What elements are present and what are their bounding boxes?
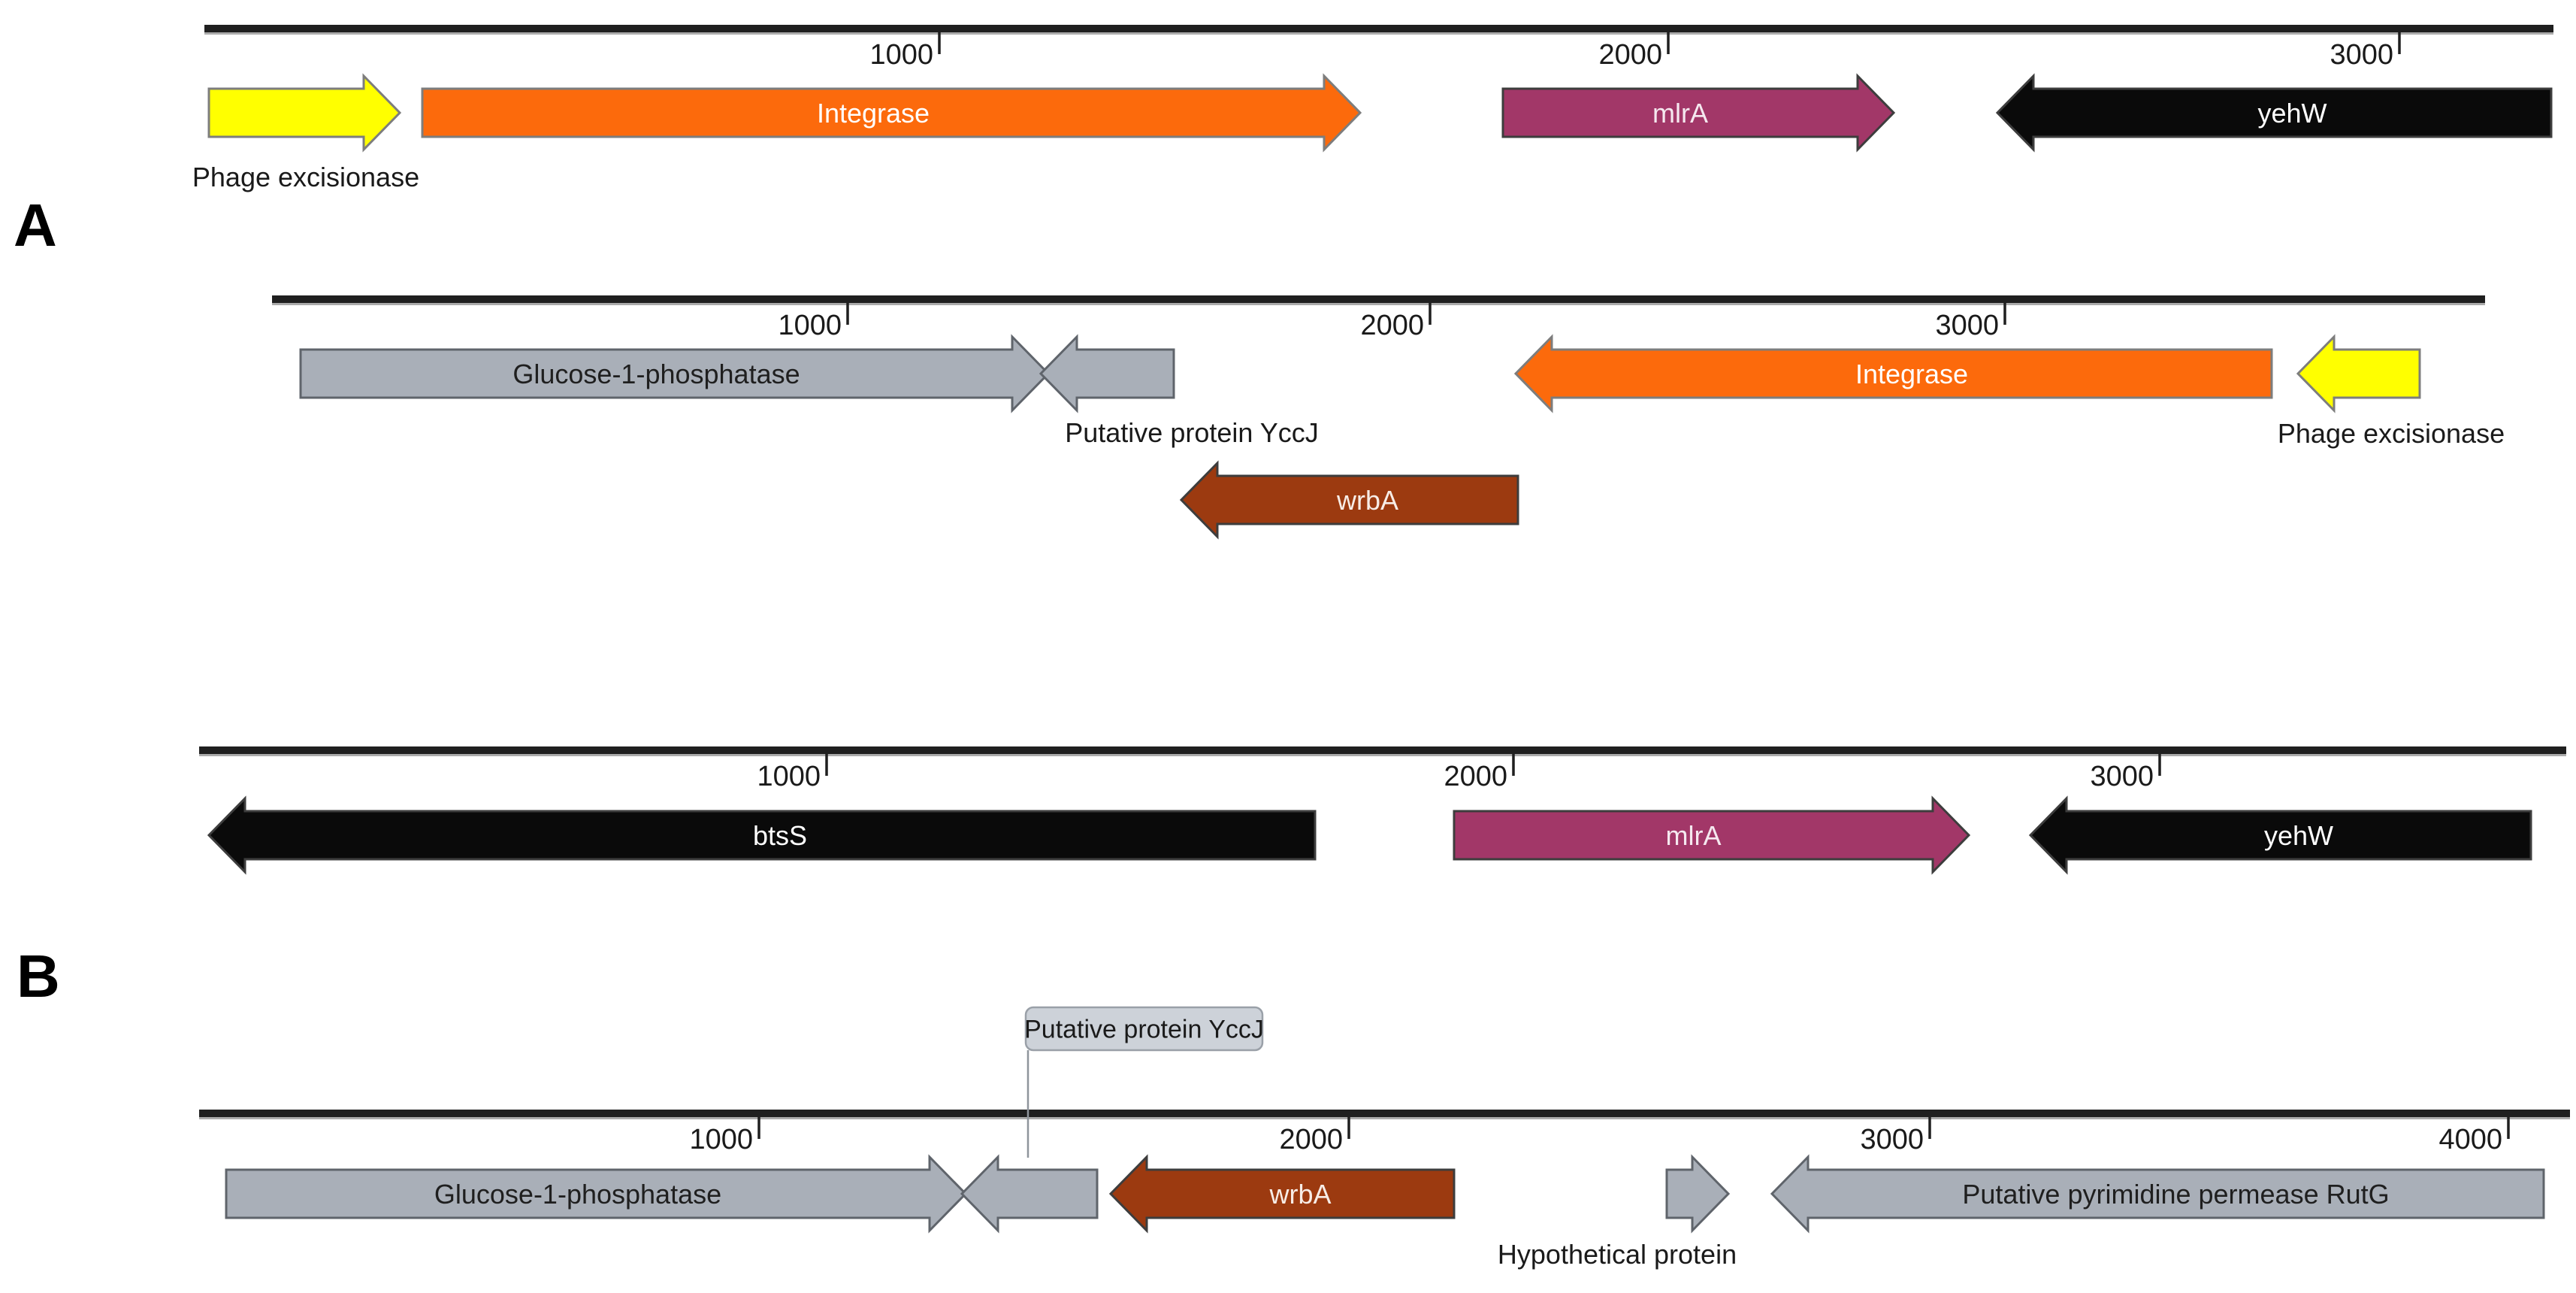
- gene-label-putative-protein-yccj: Putative protein YccJ: [1065, 417, 1319, 448]
- gene-label-yehw: yehW: [2257, 98, 2327, 129]
- tick-label-2000: 2000: [1360, 310, 1424, 341]
- tick-label-2000: 2000: [1279, 1124, 1343, 1155]
- ruler-shadow: [272, 303, 2485, 305]
- ruler-shadow: [199, 754, 2566, 756]
- tick-label-3000: 3000: [2330, 39, 2393, 71]
- tick-label-1000: 1000: [757, 761, 821, 792]
- gene-label-mlra: mlrA: [1652, 98, 1708, 129]
- gene-label-hypothetical-protein: Hypothetical protein: [1498, 1239, 1737, 1270]
- gene-arrow-phage-excisionase: [2296, 334, 2421, 413]
- tick-label-1000: 1000: [778, 310, 842, 341]
- tick-label-1000: 1000: [869, 39, 933, 71]
- gene-label-btss: btsS: [753, 820, 807, 851]
- gene-arrow-putative-protein-yccj: [1039, 334, 1175, 413]
- gene-label-integrase: Integrase: [817, 98, 930, 129]
- tick-label-3000: 3000: [2090, 761, 2154, 792]
- gene-arrow-mlra: [1501, 73, 1896, 153]
- gene-label-phage-excisionase: Phage excisionase: [2278, 418, 2505, 449]
- gene-arrow-glucose-1-phosphatase: [299, 334, 1051, 413]
- ruler-line: [272, 295, 2485, 303]
- gene-arrow-hypothetical-protein: [1665, 1154, 1731, 1234]
- callout-label: Putative protein YccJ: [1024, 1016, 1264, 1044]
- ruler-shadow: [199, 1117, 2570, 1119]
- gene-arrow-phage-excisionase: [207, 73, 402, 153]
- callout-box: [1024, 1006, 1264, 1052]
- gene-arrow-glucose-1-phosphatase: [225, 1154, 968, 1234]
- panel-b-label: B: [17, 943, 62, 1010]
- gene-label-glucose-1-phosphatase: Glucose-1-phosphatase: [512, 359, 800, 389]
- gene-arrow-integrase: [421, 73, 1362, 153]
- gene-label-integrase: Integrase: [1855, 359, 1968, 389]
- gene-arrow-putative-protein-yccj: [960, 1154, 1099, 1234]
- gene-label-glucose-1-phosphatase: Glucose-1-phosphatase: [434, 1179, 721, 1210]
- panel-b-track-1: 1000 2000 3000 btsS mlrA yehW: [199, 746, 2566, 875]
- gene-arrow-yehw: [2028, 795, 2532, 875]
- gene-arrow-integrase: [1513, 334, 2273, 413]
- gene-label-phage-excisionase: Phage excisionase: [192, 162, 419, 192]
- tick-label-3000: 3000: [1935, 310, 1999, 341]
- gene-arrow-wrba: [1108, 1154, 1456, 1234]
- gene-label-mlra: mlrA: [1666, 820, 1722, 851]
- tick-label-3000: 3000: [1860, 1124, 1924, 1155]
- tick-label-1000: 1000: [689, 1124, 753, 1155]
- ruler-line: [199, 746, 2566, 754]
- gene-label-putative-pyrimidine-permease-rutg: Putative pyrimidine permease RutG: [1962, 1179, 2389, 1210]
- gene-arrow-wrba: [1179, 460, 1519, 540]
- panel-a-label: A: [14, 192, 59, 259]
- tick-label-2000: 2000: [1444, 761, 1507, 792]
- gene-arrow-btss: [207, 795, 1317, 875]
- gene-arrow-putative-pyrimidine-permease-rutg: [1770, 1154, 2545, 1234]
- gene-label-wrba: wrbA: [1268, 1179, 1331, 1210]
- gene-label-yehw: yehW: [2264, 820, 2333, 851]
- tick-label-4000: 4000: [2438, 1124, 2502, 1155]
- gene-arrow-yehw: [1995, 73, 2553, 153]
- ruler-line: [199, 1110, 2570, 1117]
- panel-a-track-2: 1000 2000 3000Glucose-1-phosphatasePutativ…: [272, 295, 2505, 540]
- gene-label-wrba: wrbA: [1336, 485, 1398, 516]
- gene-arrow-mlra: [1453, 795, 1971, 875]
- tick-label-2000: 2000: [1598, 39, 1662, 71]
- ruler-line: [204, 25, 2553, 32]
- ruler-shadow: [204, 32, 2553, 35]
